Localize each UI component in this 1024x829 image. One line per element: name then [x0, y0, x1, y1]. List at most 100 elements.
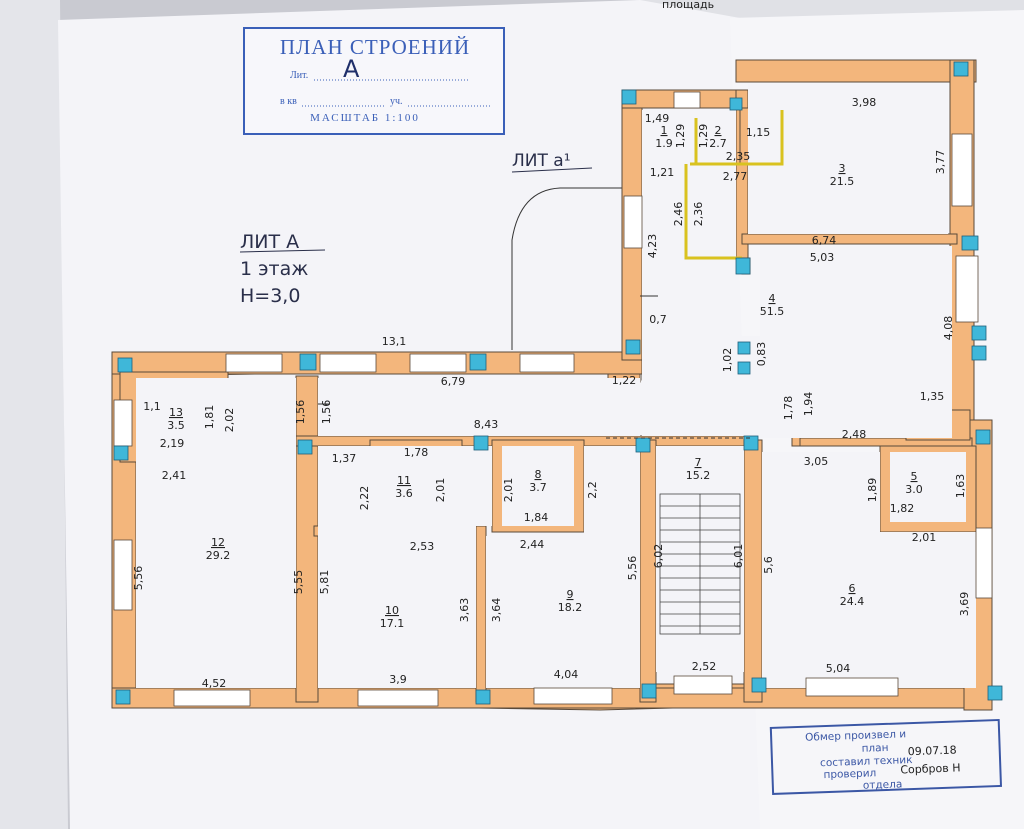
title-stamp: ПЛАН СТРОЕНИЙ Лит. А в кв уч. МАСШТАБ 1:… [243, 27, 505, 135]
room-area: 51.5 [760, 305, 785, 318]
dimension-label: 5,56 [132, 566, 145, 591]
header-floor: 1 этаж [240, 258, 308, 280]
dimension-label: 2,52 [692, 660, 717, 673]
dimension-label: 6,01 [732, 544, 745, 569]
note-date: 09.07.18 [907, 743, 956, 758]
dimension-label: 2,36 [692, 202, 705, 227]
room-number: 12 [211, 536, 225, 549]
dimension-label: 1,22 [612, 374, 637, 387]
dimension-label: 1,94 [802, 392, 815, 417]
room-area: 21.5 [830, 175, 855, 188]
annex-label: ЛИТ а¹ [512, 151, 571, 171]
room-number: 5 [911, 470, 918, 483]
dimension-label: 2,02 [223, 408, 236, 433]
stamp-scale: МАСШТАБ 1:100 [310, 112, 420, 124]
dimension-label: 3,63 [458, 598, 471, 623]
room-number: 2 [715, 124, 722, 137]
room-label-6: 624.4 [840, 582, 865, 608]
dimension-label: 1,49 [645, 112, 670, 125]
room-area: 1.9 [655, 137, 673, 150]
header-lit: ЛИТ А [240, 231, 299, 253]
dimension-label: 1,37 [332, 452, 357, 465]
corner-text: площадь [662, 0, 714, 11]
note-line4: проверил [823, 767, 876, 781]
note-name: Сорбров Н [900, 761, 961, 776]
dimension-label: 3,9 [389, 673, 407, 686]
dimension-label: 2,77 [723, 170, 748, 183]
room-number: 1 [661, 124, 668, 137]
room-label-3: 321.5 [830, 162, 855, 188]
stamp-lit-value: А [343, 55, 360, 83]
room-number: 11 [397, 474, 411, 487]
dimension-label: 4,23 [646, 234, 659, 259]
dimension-label: 3,98 [852, 96, 877, 109]
dimension-label: 2,46 [672, 202, 685, 227]
dimension-label: 4,08 [942, 316, 955, 341]
dimension-label: 3,69 [958, 592, 971, 617]
room-number: 9 [567, 588, 574, 601]
room-floors [136, 84, 976, 688]
room-label-11: 113.6 [395, 474, 413, 500]
stamp-uch-label: уч. [390, 96, 403, 107]
dimension-label: 5,03 [810, 251, 835, 264]
dimension-label: 1,15 [746, 126, 771, 139]
room-label-4: 451.5 [760, 292, 785, 318]
room-area: 15.2 [686, 469, 711, 482]
annex-connector [511, 187, 625, 350]
dimension-label: 1,29 [697, 124, 710, 149]
room-area: 3.7 [529, 481, 547, 494]
dimension-label: 1,56 [320, 400, 333, 425]
dimension-label: 2,2 [586, 481, 599, 499]
dimension-label: 6,79 [441, 375, 466, 388]
room-number: 6 [849, 582, 856, 595]
room-area: 3.6 [395, 487, 413, 500]
dimension-label: 1,56 [294, 400, 307, 425]
room-area: 24.4 [840, 595, 865, 608]
dimension-label: 1,78 [782, 396, 795, 421]
dimension-label: 1,35 [920, 390, 945, 403]
dimension-label: 1,02 [721, 348, 734, 373]
dimension-label: 2,19 [160, 437, 185, 450]
room-area: 3.0 [905, 483, 923, 496]
room-label-1: 11.9 [655, 124, 673, 150]
dimension-label: 1,63 [954, 474, 967, 499]
dimension-label: 6,02 [652, 544, 665, 569]
dimension-label: 1,21 [650, 166, 675, 179]
dimension-label: 4,52 [202, 677, 227, 690]
room-number: 3 [839, 162, 846, 175]
dimension-label: 5,56 [626, 556, 639, 581]
room-area: 2.7 [709, 137, 727, 150]
dimension-label: 2,01 [434, 478, 447, 503]
dimension-label: 1,29 [674, 124, 687, 149]
room-label-13: 133.5 [167, 406, 185, 432]
room-number: 4 [769, 292, 776, 305]
room-label-8: 83.7 [529, 468, 547, 494]
dimension-label: 5,6 [762, 556, 775, 574]
stamp-title: ПЛАН СТРОЕНИЙ [280, 35, 470, 59]
header-height: Н=3,0 [240, 285, 300, 307]
dimension-label: 13,1 [382, 335, 407, 348]
room-label-9: 918.2 [558, 588, 583, 614]
note-line5: отдела [863, 778, 903, 791]
dimension-label: 2,01 [912, 531, 937, 544]
windows [113, 91, 993, 707]
dimension-label: 6,74 [812, 234, 837, 247]
dimension-label: 3,64 [490, 598, 503, 623]
dimension-label: 1,89 [866, 478, 879, 503]
stamp-kv-label: в кв [280, 96, 297, 107]
room-area: 3.5 [167, 419, 185, 432]
dimension-label: 3,77 [934, 150, 947, 175]
room-number: 10 [385, 604, 399, 617]
room-number: 7 [695, 456, 702, 469]
measurement-note: Обмер произвел и план 09.07.18 составил … [769, 718, 1003, 795]
room-area: 18.2 [558, 601, 583, 614]
note-line1: Обмер произвел и [805, 728, 906, 744]
note-line2: план [861, 742, 888, 755]
dimension-label: 2,35 [726, 150, 751, 163]
annex-partitions [684, 110, 784, 260]
stamp-lit-label: Лит. [290, 70, 308, 81]
dimension-label: 5,81 [318, 570, 331, 595]
